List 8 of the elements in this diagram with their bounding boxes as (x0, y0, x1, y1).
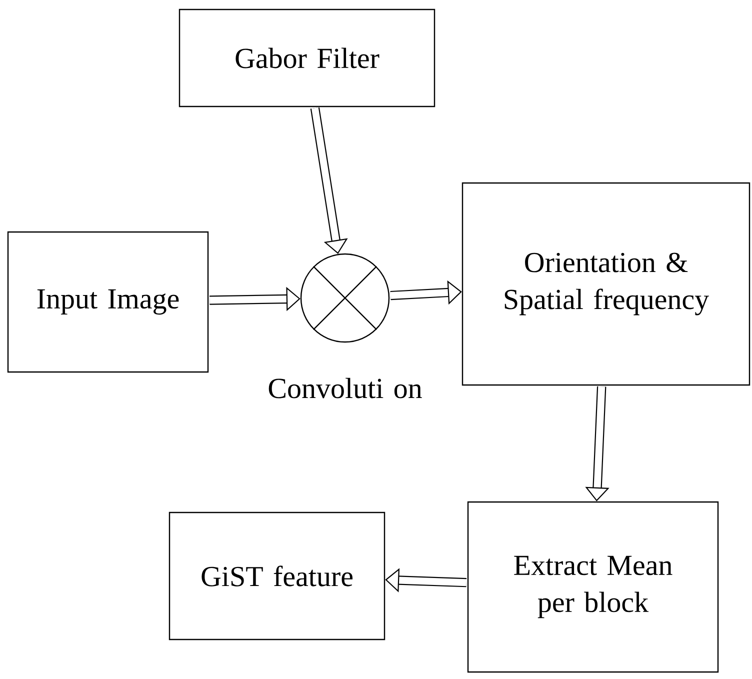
process-box: Extract Mean per block (467, 501, 719, 673)
process-box: Input Image (7, 231, 209, 373)
double-arrow (310, 107, 348, 254)
node-caption: Convoluti on (268, 378, 422, 398)
process-box: Gabor Filter (178, 8, 436, 108)
process-box: Orientation & Spatial frequency (462, 182, 750, 386)
process-box: GiST feature (168, 512, 386, 640)
multiplier-circle (300, 253, 390, 343)
